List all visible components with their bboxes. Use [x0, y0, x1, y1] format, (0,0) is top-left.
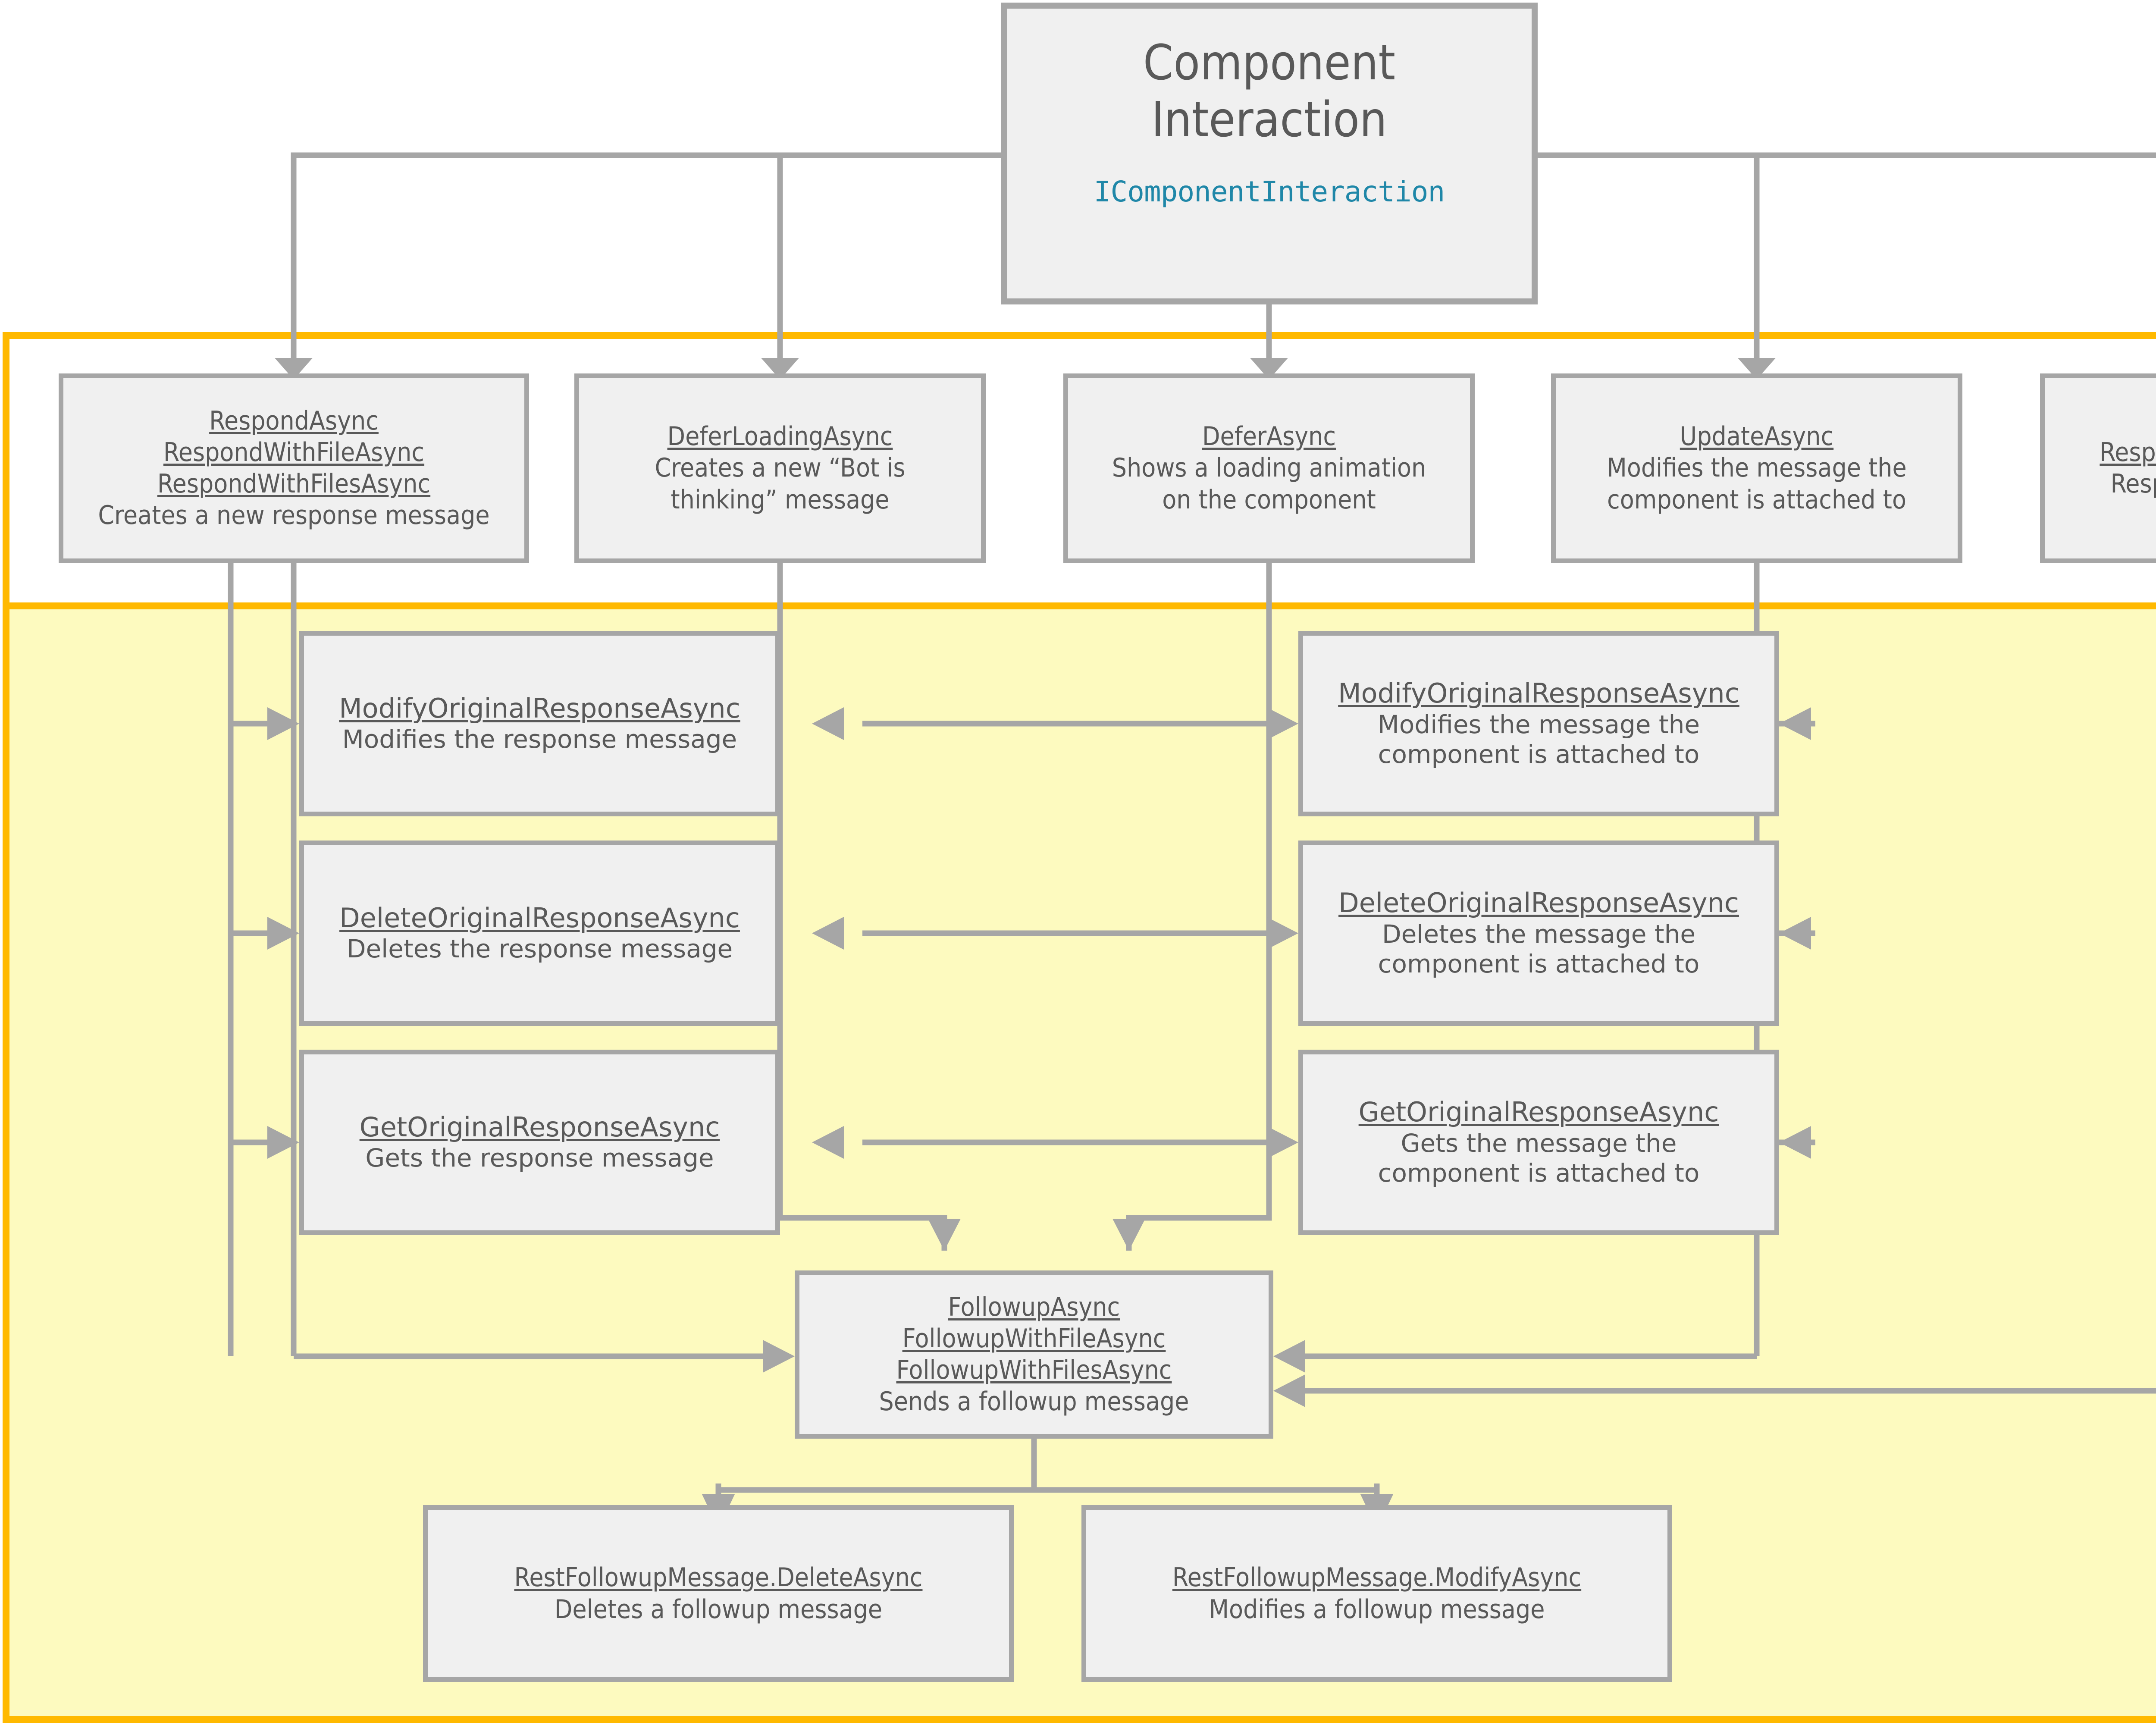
method-description: Creates a new response message — [98, 500, 490, 531]
method-description: component is attached to — [1378, 949, 1700, 979]
method-name: GetOriginalResponseAsync — [359, 1111, 720, 1143]
method-description: Deletes a followup message — [554, 1594, 883, 1625]
method-name: FollowupWithFilesAsync — [896, 1355, 1172, 1385]
node-rest-followup-message-modify-async[interactable]: RestFollowupMessage.ModifyAsync Modifies… — [1081, 1505, 1672, 1682]
node-defer-async[interactable]: DeferAsync Shows a loading animation on … — [1063, 373, 1475, 563]
root-title-line-1: Component — [1143, 35, 1396, 91]
node-defer-loading-async[interactable]: DeferLoadingAsync Creates a new “Bot is … — [574, 373, 986, 563]
method-description: Modifies the message the — [1377, 709, 1700, 739]
method-description: component is attached to — [1378, 740, 1700, 769]
root-node-component-interaction[interactable]: Component Interaction IComponentInteract… — [1001, 3, 1538, 304]
method-description: Deletes the response message — [346, 934, 733, 964]
method-name: FollowupAsync — [948, 1292, 1120, 1322]
method-description: component is attached to — [1378, 1158, 1700, 1188]
method-description: Shows a loading animation — [1112, 453, 1426, 483]
method-name: DeleteOriginalResponseAsync — [1338, 887, 1739, 919]
method-description: Modifies the response message — [342, 724, 737, 754]
method-description: Responds with a modal — [2110, 469, 2156, 499]
method-name: UpdateAsync — [1680, 421, 1834, 452]
method-name: ModifyOriginalResponseAsync — [1338, 677, 1739, 709]
method-name: DeferAsync — [1202, 421, 1336, 452]
method-name: FollowupWithFileAsync — [902, 1323, 1166, 1354]
method-description: Modifies a followup message — [1209, 1594, 1545, 1625]
method-description: Deletes the message the — [1382, 919, 1696, 949]
method-name: RespondWithFileAsync — [163, 437, 425, 467]
node-get-original-response-async-right[interactable]: GetOriginalResponseAsync Gets the messag… — [1298, 1050, 1779, 1235]
node-rest-followup-message-delete-async[interactable]: RestFollowupMessage.DeleteAsync Deletes … — [423, 1505, 1014, 1682]
node-delete-original-response-async-right[interactable]: DeleteOriginalResponseAsync Deletes the … — [1298, 841, 1779, 1026]
root-title-line-2: Interaction — [1151, 92, 1387, 148]
method-description: on the component — [1162, 484, 1376, 515]
method-description: Gets the response message — [365, 1143, 714, 1173]
method-description: Creates a new “Bot is — [655, 453, 906, 483]
method-description: Modifies the message the — [1607, 453, 1907, 483]
node-modify-original-response-async-left[interactable]: ModifyOriginalResponseAsync Modifies the… — [299, 631, 780, 816]
method-name: RestFollowupMessage.DeleteAsync — [514, 1562, 923, 1593]
method-name: RestFollowupMessage.ModifyAsync — [1172, 1562, 1582, 1593]
node-get-original-response-async-left[interactable]: GetOriginalResponseAsync Gets the respon… — [299, 1050, 780, 1235]
method-name: GetOriginalResponseAsync — [1358, 1096, 1719, 1128]
node-update-async[interactable]: UpdateAsync Modifies the message the com… — [1551, 373, 1962, 563]
method-name: RespondWithFilesAsync — [157, 469, 431, 499]
method-description: component is attached to — [1607, 484, 1906, 515]
method-name: DeferLoadingAsync — [667, 421, 893, 452]
root-interface-name: IComponentInteraction — [1094, 175, 1445, 209]
method-description: Gets the message the — [1401, 1128, 1677, 1158]
method-description: thinking” message — [671, 484, 890, 515]
node-modify-original-response-async-right[interactable]: ModifyOriginalResponseAsync Modifies the… — [1298, 631, 1779, 816]
node-delete-original-response-async-left[interactable]: DeleteOriginalResponseAsync Deletes the … — [299, 841, 780, 1026]
node-respond-async[interactable]: RespondAsync RespondWithFileAsync Respon… — [59, 373, 529, 563]
method-name: RespondWithModalAsync — [2100, 437, 2156, 467]
method-description: Sends a followup message — [879, 1386, 1189, 1417]
node-followup-async[interactable]: FollowupAsync FollowupWithFileAsync Foll… — [795, 1270, 1273, 1439]
method-name: ModifyOriginalResponseAsync — [339, 693, 740, 724]
node-respond-with-modal-async[interactable]: RespondWithModalAsync Responds with a mo… — [2040, 373, 2156, 563]
method-name: RespondAsync — [209, 405, 379, 436]
method-name: DeleteOriginalResponseAsync — [339, 902, 740, 934]
